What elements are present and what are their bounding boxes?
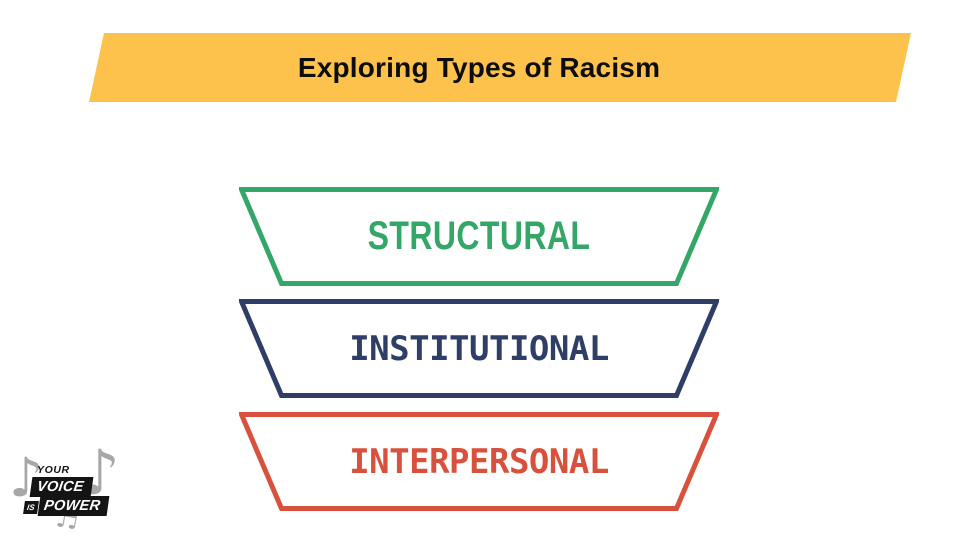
funnel-label-interpersonal: INTERPERSONAL bbox=[349, 441, 609, 482]
trapezoid-shape bbox=[239, 187, 719, 286]
trapezoid-outline-structural bbox=[239, 187, 719, 286]
logo-wordmark: YOUR VOICE IS POWER bbox=[12, 464, 110, 516]
logo-word-voice: VOICE bbox=[29, 477, 94, 497]
trapezoid-shape bbox=[239, 299, 719, 398]
logo-word-your: YOUR bbox=[37, 464, 70, 476]
page-title: Exploring Types of Racism bbox=[297, 51, 661, 83]
logo-word-is: IS bbox=[23, 501, 39, 514]
trapezoid-outline-institutional bbox=[239, 299, 719, 398]
funnel-level-institutional: INSTITUTIONAL bbox=[239, 299, 719, 398]
title-banner: Exploring Types of Racism bbox=[89, 33, 911, 102]
funnel-level-structural: STRUCTURAL bbox=[239, 187, 719, 286]
trapezoid-shape bbox=[239, 412, 719, 511]
logo-bottom-row: IS POWER bbox=[23, 496, 110, 516]
trapezoid-outline-interpersonal bbox=[239, 412, 719, 511]
funnel-label-structural: STRUCTURAL bbox=[367, 214, 591, 258]
funnel-level-interpersonal: INTERPERSONAL bbox=[239, 412, 719, 511]
funnel-label-institutional: INSTITUTIONAL bbox=[349, 328, 609, 369]
your-voice-is-power-logo: ♪ ♪ ♬ YOUR VOICE IS POWER bbox=[9, 442, 120, 540]
logo-word-power: POWER bbox=[37, 496, 110, 516]
